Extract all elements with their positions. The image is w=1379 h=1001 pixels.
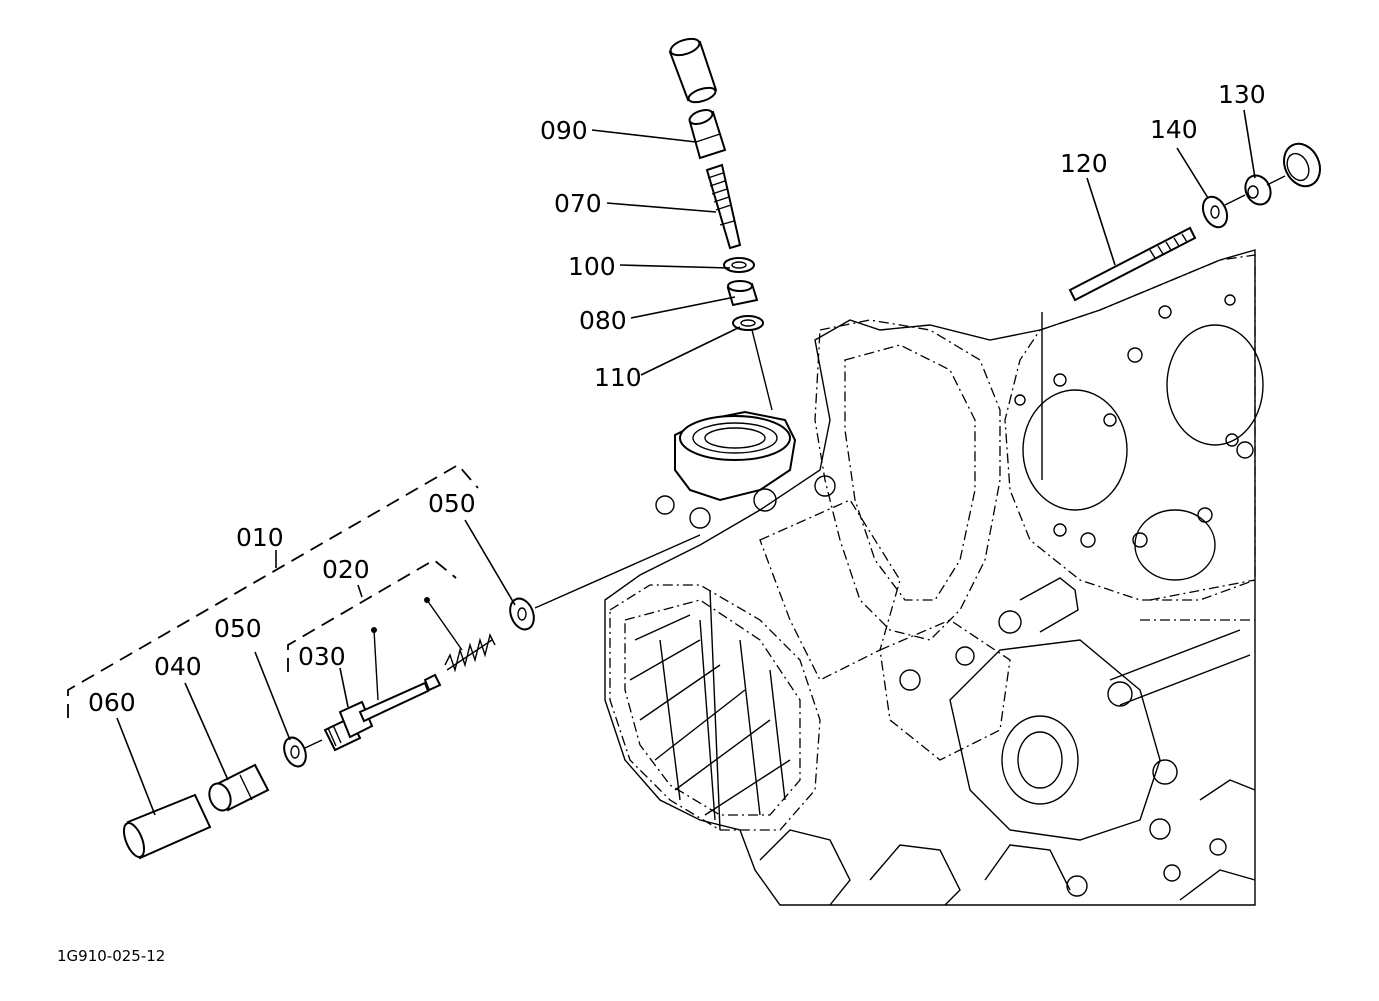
assembly-020-bracket bbox=[287, 558, 457, 672]
callout-060: 060 bbox=[88, 688, 136, 717]
callout-020: 020 bbox=[322, 555, 370, 584]
part-cap-ring bbox=[1283, 142, 1321, 188]
callout-010: 010 bbox=[236, 523, 284, 552]
part-050-washer-lower bbox=[283, 736, 307, 768]
part-130-nut bbox=[1244, 174, 1272, 206]
part-spring bbox=[444, 632, 496, 673]
part-140-washer bbox=[1201, 195, 1229, 229]
callout-130: 130 bbox=[1218, 80, 1266, 109]
part-070-valve bbox=[705, 163, 742, 250]
callout-090: 090 bbox=[540, 116, 588, 145]
part-090-nut bbox=[688, 109, 727, 160]
part-060-cap bbox=[122, 793, 212, 860]
engine-block-illustration bbox=[604, 249, 1264, 906]
callout-050-upper: 050 bbox=[428, 489, 476, 518]
callout-050-lower: 050 bbox=[214, 614, 262, 643]
part-030-valve bbox=[323, 673, 442, 752]
callout-070: 070 bbox=[554, 189, 602, 218]
part-090-cap bbox=[668, 37, 718, 104]
part-110-washer bbox=[732, 315, 764, 331]
part-050-washer-upper bbox=[509, 597, 535, 631]
callout-110: 110 bbox=[594, 363, 642, 392]
callout-030: 030 bbox=[298, 642, 346, 671]
part-040-nut bbox=[208, 763, 270, 812]
assembly-010-bracket bbox=[67, 463, 479, 718]
callout-080: 080 bbox=[579, 306, 627, 335]
part-080-nut bbox=[726, 280, 759, 307]
callout-100: 100 bbox=[568, 252, 616, 281]
callout-040: 040 bbox=[154, 652, 202, 681]
part-120-stud bbox=[1041, 226, 1197, 480]
callout-120: 120 bbox=[1060, 149, 1108, 178]
figure-code: 1G910-025-12 bbox=[57, 947, 165, 965]
part-100-washer bbox=[723, 257, 755, 273]
callout-140: 140 bbox=[1150, 115, 1198, 144]
